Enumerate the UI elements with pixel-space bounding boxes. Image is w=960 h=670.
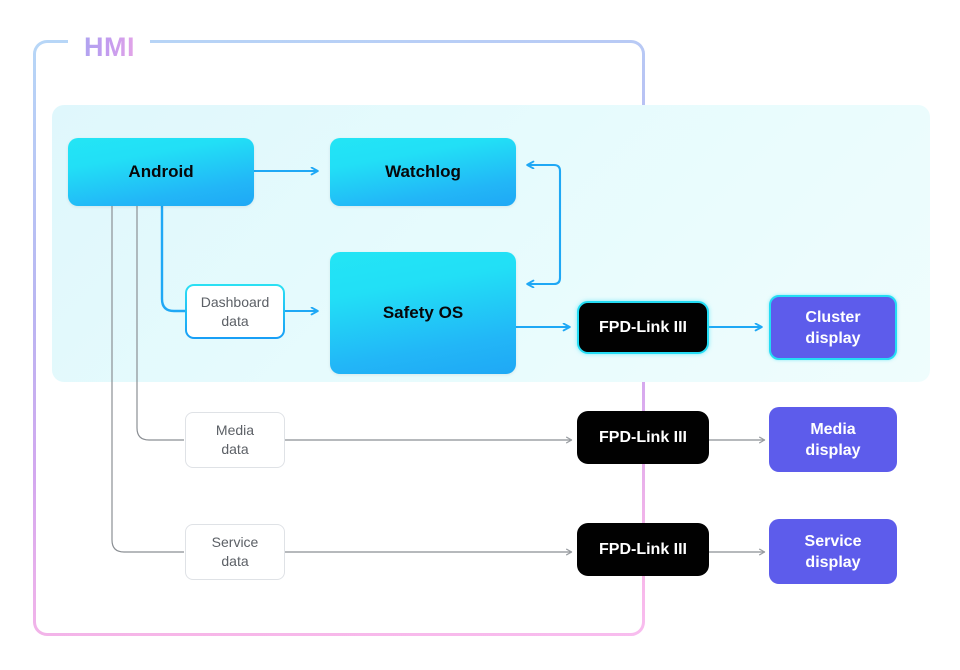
node-service-data[interactable]: Service data [185, 524, 285, 580]
node-dashboard-data[interactable]: Dashboard data [185, 284, 285, 339]
node-service-display[interactable]: Service display [769, 519, 897, 584]
node-media-display-line1: Media [810, 420, 856, 438]
node-android[interactable]: Android [68, 138, 254, 206]
node-service-display-line2: display [805, 553, 861, 571]
node-cluster-display-line2: display [805, 329, 861, 347]
node-media-data-line2: data [221, 441, 249, 457]
node-fpd-link-3[interactable]: FPD-Link III [577, 523, 709, 576]
node-media-display[interactable]: Media display [769, 407, 897, 472]
node-fpd-link-2[interactable]: FPD-Link III [577, 411, 709, 464]
node-service-data-line2: data [221, 553, 249, 569]
node-cluster-display-line1: Cluster [805, 308, 861, 326]
node-fpd-link-1-label: FPD-Link III [599, 318, 687, 336]
node-safety-os-label: Safety OS [382, 303, 464, 322]
node-service-display-line1: Service [804, 532, 862, 550]
node-service-data-line1: Service [211, 534, 259, 550]
node-watchlog[interactable]: Watchlog [330, 138, 516, 206]
node-fpd-link-3-label: FPD-Link III [599, 540, 687, 558]
hmi-group-label: HMI [72, 31, 147, 63]
node-dashboard-data-line1: Dashboard [200, 293, 270, 310]
node-cluster-display[interactable]: Cluster display [769, 295, 897, 360]
node-media-data-line1: Media [215, 422, 255, 438]
node-fpd-link-1[interactable]: FPD-Link III [577, 301, 709, 354]
node-safety-os[interactable]: Safety OS [330, 252, 516, 374]
node-media-data[interactable]: Media data [185, 412, 285, 468]
node-fpd-link-2-label: FPD-Link III [599, 428, 687, 446]
node-dashboard-data-line2: data [221, 312, 249, 329]
node-media-display-line2: display [805, 441, 861, 459]
hmi-label-backdrop [68, 33, 150, 61]
node-watchlog-label: Watchlog [385, 162, 461, 181]
node-android-label: Android [128, 162, 194, 181]
